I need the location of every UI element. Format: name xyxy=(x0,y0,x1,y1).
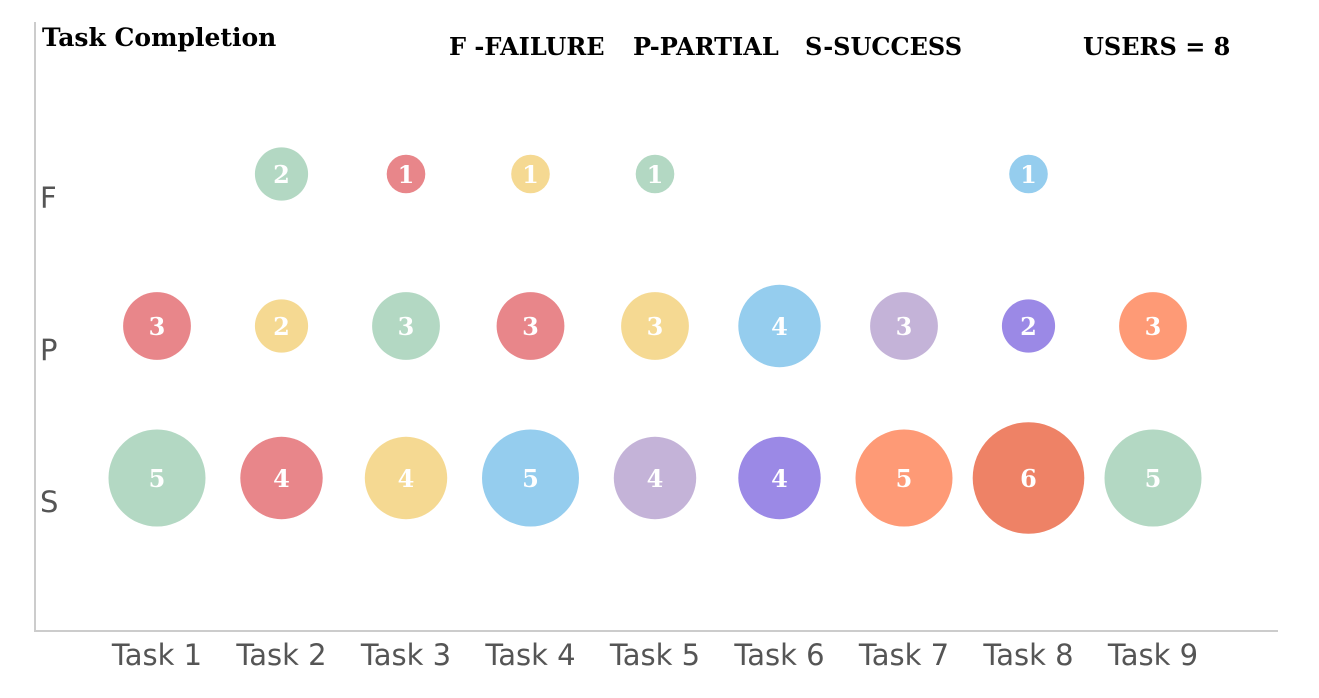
x-tick-labels: Task 1 Task 2 Task 3 Task 4 Task 5 Task 6 Task… xyxy=(111,638,1198,672)
bubble-value-label: 4 xyxy=(273,464,290,493)
bubble xyxy=(372,292,440,360)
bubble-value-label: 5 xyxy=(149,464,166,493)
bubble-value-label: 6 xyxy=(1020,464,1037,493)
bubble xyxy=(254,299,309,353)
x-tick-label: Task 8 xyxy=(982,638,1073,672)
bubble xyxy=(1119,292,1187,360)
x-tick-label: Task 6 xyxy=(733,638,824,672)
bubble xyxy=(254,147,309,201)
bubble xyxy=(123,292,191,360)
bubble xyxy=(364,436,448,520)
y-tick-label: S xyxy=(40,485,58,519)
bubble-value-label: 3 xyxy=(1145,312,1162,341)
legend-partial: P-PARTIAL xyxy=(633,32,779,61)
bubble-value-label: 1 xyxy=(647,160,664,189)
bubble xyxy=(1001,299,1056,353)
bubble-value-label: 4 xyxy=(771,464,788,493)
legend-users: USERS = 8 xyxy=(1083,32,1230,61)
bubble xyxy=(972,422,1085,534)
bubble-value-label: 3 xyxy=(896,312,913,341)
bubble xyxy=(496,292,565,360)
x-tick-label: Task 7 xyxy=(858,638,949,672)
bubble-value-label: 5 xyxy=(896,464,913,493)
x-tick-label: Task 3 xyxy=(360,638,451,672)
bubble xyxy=(738,436,821,520)
bubble-value-label: 2 xyxy=(1020,312,1037,341)
bubble xyxy=(386,154,426,194)
bubble-value-label: 3 xyxy=(647,312,664,341)
y-tick-labels: F P S xyxy=(40,181,58,519)
bubble-value-label: 4 xyxy=(398,464,415,493)
bubbles: 2 1 1 1 1 3 2 3 3 3 4 3 2 3 5 4 4 5 4 4 5 6 5 xyxy=(108,147,1202,534)
bubble xyxy=(870,292,938,360)
bubble-value-label: 5 xyxy=(1145,464,1162,493)
bubble xyxy=(108,429,206,527)
bubble xyxy=(482,429,579,527)
bubble-value-label: 5 xyxy=(522,464,539,493)
bubble xyxy=(511,154,550,194)
bubble-value-label: 1 xyxy=(522,160,539,189)
bubble xyxy=(613,436,697,520)
x-tick-label: Task 4 xyxy=(484,638,575,672)
legend-success: S-SUCCESS xyxy=(805,32,962,61)
x-tick-label: Task 2 xyxy=(235,638,326,672)
bubble xyxy=(738,284,821,368)
bubble-value-label: 3 xyxy=(522,312,539,341)
x-tick-label: Task 9 xyxy=(1107,638,1198,672)
bubble-value-label: 2 xyxy=(273,160,290,189)
bubble-value-label: 4 xyxy=(771,312,788,341)
chart-title: Task Completion xyxy=(42,23,276,52)
y-tick-label: F xyxy=(40,181,57,215)
bubble-value-label: 3 xyxy=(149,312,166,341)
bubble xyxy=(621,292,689,360)
bubble xyxy=(240,436,323,520)
x-tick-label: Task 5 xyxy=(609,638,700,672)
y-tick-label: P xyxy=(40,333,58,367)
bubble xyxy=(1009,154,1048,194)
bubble-value-label: 4 xyxy=(647,464,664,493)
legend-failure: F -FAILURE xyxy=(449,32,605,61)
bubble-value-label: 3 xyxy=(398,312,415,341)
bubble-value-label: 1 xyxy=(398,160,415,189)
x-tick-label: Task 1 xyxy=(111,638,202,672)
bubble xyxy=(1104,429,1202,527)
bubble xyxy=(635,154,675,194)
bubble-value-label: 2 xyxy=(273,312,290,341)
bubble-value-label: 1 xyxy=(1020,160,1037,189)
bubble xyxy=(855,429,953,527)
